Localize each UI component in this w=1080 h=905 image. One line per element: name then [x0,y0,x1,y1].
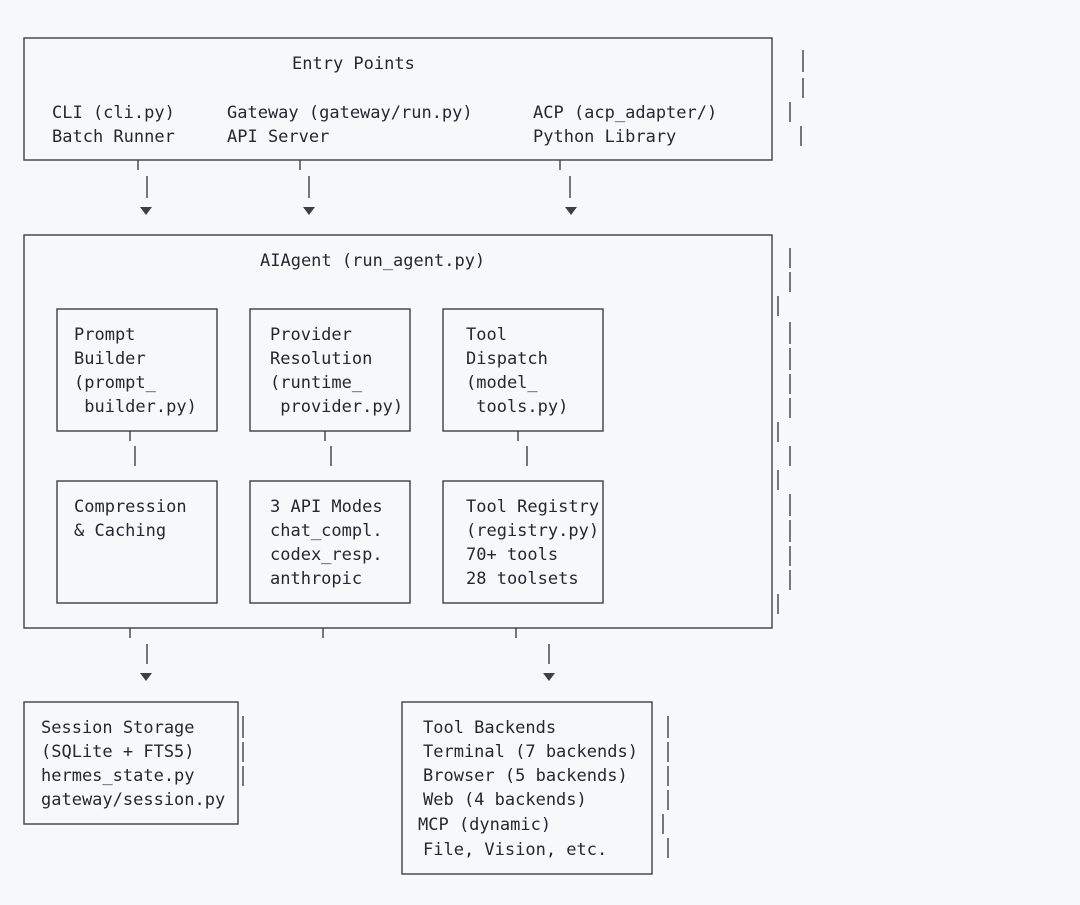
tool-backends-line: Web (4 backends) [423,790,587,810]
provider-resolution-box: Provider Resolution (runtime_ provider.p… [249,308,411,432]
arrow-down-icon [303,207,315,215]
entry-points-title: Entry Points [292,54,415,74]
api-modes-line: chat_compl. [270,521,383,541]
arrow-down-icon [565,207,577,215]
prompt-builder-line: Prompt [74,325,135,345]
tool-backends-line: Tool Backends [423,718,556,738]
provider-resolution-line: Provider [270,325,352,345]
ascii-border-fragments [242,50,804,858]
prompt-builder-line: Builder [74,349,146,369]
acp-label: ACP (acp_adapter/) [533,103,717,123]
prompt-builder-box: Prompt Builder (prompt_ builder.py) [56,308,218,432]
prompt-builder-line: (prompt_ [74,373,157,393]
aiagent-box: AIAgent (run_agent.py) [23,234,773,629]
compression-line: Compression [74,497,187,517]
python-library-label: Python Library [533,127,676,147]
tool-registry-line: 70+ tools [466,545,558,565]
provider-resolution-line: provider.py) [270,397,403,417]
tool-registry-box: Tool Registry (registry.py) 70+ tools 28… [442,480,604,604]
tool-dispatch-line: (model_ [466,373,538,393]
tool-dispatch-box: Tool Dispatch (model_ tools.py) [442,308,604,432]
session-storage-line: gateway/session.py [41,790,225,810]
arrow-down-icon [543,673,555,681]
cli-label: CLI (cli.py) [52,103,175,123]
tool-dispatch-line: Tool [466,325,507,345]
provider-resolution-line: (runtime_ [270,373,363,393]
tool-dispatch-line: tools.py) [466,397,568,417]
compression-box: Compression & Caching [56,480,218,604]
session-storage-box: Session Storage (SQLite + FTS5) hermes_s… [23,701,239,825]
tool-backends-box: Tool Backends Terminal (7 backends) Brow… [401,701,653,875]
compression-line: & Caching [74,521,166,541]
api-server-label: API Server [227,127,329,147]
prompt-builder-line: builder.py) [74,397,197,417]
tool-backends-line: Browser (5 backends) [423,766,628,786]
tool-backends-line: Terminal (7 backends) [423,742,638,762]
arrow-down-icon [140,207,152,215]
api-modes-line: anthropic [270,569,362,589]
aiagent-title: AIAgent (run_agent.py) [260,251,485,271]
tool-registry-line: 28 toolsets [466,569,579,589]
tool-registry-line: Tool Registry [466,497,599,517]
agent-to-backends-connectors [129,628,555,681]
session-storage-line: Session Storage [41,718,195,738]
session-storage-line: (SQLite + FTS5) [41,742,195,762]
api-modes-line: 3 API Modes [270,497,383,517]
tool-registry-line: (registry.py) [466,521,599,541]
provider-resolution-line: Resolution [270,349,372,369]
tool-backends-line: File, Vision, etc. [423,840,607,860]
entry-to-agent-connectors [137,160,577,215]
batch-runner-label: Batch Runner [52,127,175,147]
arrow-down-icon [140,673,152,681]
inner-connectors [129,431,528,466]
api-modes-line: codex_resp. [270,545,383,565]
tool-dispatch-line: Dispatch [466,349,548,369]
session-storage-line: hermes_state.py [41,766,195,786]
entry-points-box: Entry Points CLI (cli.py) Batch Runner G… [23,37,773,161]
api-modes-box: 3 API Modes chat_compl. codex_resp. anth… [249,480,411,604]
gateway-label: Gateway (gateway/run.py) [227,103,473,123]
tool-backends-line: MCP (dynamic) [418,815,551,835]
